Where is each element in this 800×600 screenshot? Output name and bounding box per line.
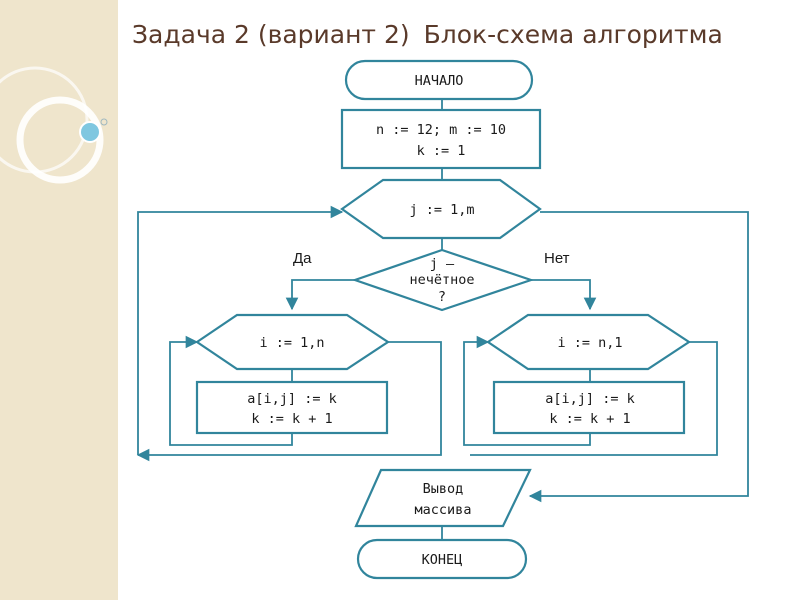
init-line-1: n := 12; m := 10 (376, 122, 506, 138)
end-label: КОНЕЦ (422, 552, 463, 568)
loop-i-yes-hexagon: i := 1,n (195, 313, 391, 371)
loop-i-no-hexagon: i := n,1 (486, 313, 692, 371)
start-label: НАЧАЛО (415, 73, 464, 89)
assign-yes-process: a[i,j] := k k := k + 1 (195, 380, 389, 435)
output-line-2: массива (415, 502, 472, 518)
condition-line-2: нечётное (409, 272, 474, 288)
condition-line-3: ? (438, 289, 446, 305)
output-parallelogram: Вывод массива (354, 468, 532, 528)
assign-yes-line-1: a[i,j] := k (247, 391, 336, 407)
title-subject: Блок-схема алгоритма (423, 20, 723, 49)
loop-j-label: j := 1,m (409, 202, 474, 218)
yes-label: Да (293, 250, 312, 267)
start-terminator: НАЧАЛО (344, 59, 534, 101)
assign-no-line-2: k := k + 1 (549, 411, 630, 427)
output-line-1: Вывод (423, 481, 464, 497)
end-terminator: КОНЕЦ (356, 538, 528, 580)
loop-i-yes-label: i := 1,n (259, 335, 324, 351)
connectors (136, 99, 749, 540)
page-title: Задача 2 (вариант 2) Блок-схема алгоритма (132, 20, 737, 49)
title-task: Задача 2 (вариант 2) (132, 20, 410, 49)
init-process: n := 12; m := 10 k := 1 (340, 108, 542, 170)
assign-yes-line-2: k := k + 1 (251, 411, 332, 427)
condition-decision: j – нечётное ? (351, 248, 535, 312)
loop-i-no-label: i := n,1 (557, 335, 622, 351)
decorative-bubbles (0, 66, 108, 184)
condition-line-1: j – (430, 256, 455, 272)
assign-no-line-1: a[i,j] := k (545, 391, 634, 407)
loop-j-hexagon: j := 1,m (340, 178, 542, 240)
init-line-2: k := 1 (417, 143, 466, 159)
no-label: Нет (544, 250, 570, 267)
assign-no-process: a[i,j] := k k := k + 1 (492, 380, 686, 435)
